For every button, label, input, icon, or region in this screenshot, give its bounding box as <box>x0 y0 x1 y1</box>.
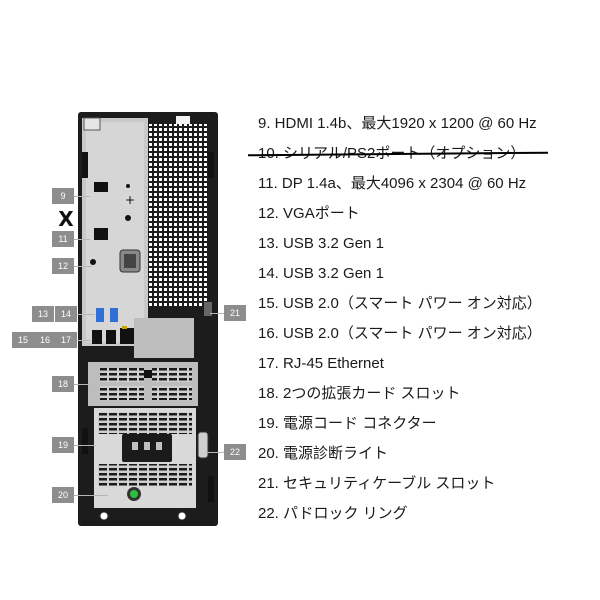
leader-18 <box>74 384 90 385</box>
callout-14: 14 <box>55 306 77 322</box>
usb3-port-14 <box>110 308 118 322</box>
callout-9: 9 <box>52 188 74 204</box>
callout-12: 12 <box>52 258 74 274</box>
padlock-ring <box>197 431 209 459</box>
spec-item-21: 21. セキュリティケーブル スロット <box>258 475 496 492</box>
callout-13: 13 <box>32 306 54 322</box>
callout-16: 16 <box>34 332 56 348</box>
callout-11: 11 <box>52 231 74 247</box>
rj45-port <box>120 328 134 344</box>
desktop-tower-rear-image: + <box>78 112 218 526</box>
usb3-port-13 <box>96 308 104 322</box>
spec-item-15: 15. USB 2.0（スマート パワー オン対応） <box>258 295 542 312</box>
spec-item-16: 16. USB 2.0（スマート パワー オン対応） <box>258 325 542 342</box>
usb2-port-15 <box>92 330 102 344</box>
callout-15: 15 <box>12 332 34 348</box>
spec-item-13: 13. USB 3.2 Gen 1 <box>258 235 384 252</box>
spec-item-19: 19. 電源コード コネクター <box>258 415 437 432</box>
callout-20: 20 <box>52 487 74 503</box>
displayport-port <box>94 228 108 240</box>
callout-19: 19 <box>52 437 74 453</box>
callout-17: 17 <box>55 332 77 348</box>
spec-item-14: 14. USB 3.2 Gen 1 <box>258 265 384 282</box>
leader-19 <box>74 445 96 446</box>
leader-22 <box>206 452 224 453</box>
leader-20 <box>74 495 108 496</box>
security-slot <box>204 302 212 316</box>
leader-11 <box>74 239 90 240</box>
spec-item-9: 9. HDMI 1.4b、最大1920 x 1200 @ 60 Hz <box>258 115 537 132</box>
callout-18: 18 <box>52 376 74 392</box>
callout-22: 22 <box>224 444 246 460</box>
svg-text:+: + <box>125 193 135 207</box>
spec-item-12: 12. VGAポート <box>258 205 360 222</box>
port-spec-list: 9. HDMI 1.4b、最大1920 x 1200 @ 60 Hz 10. シ… <box>247 112 588 532</box>
vent-grille <box>148 124 208 306</box>
spec-item-10-struck: 10. シリアル/PS2ポート（オプション） <box>247 142 588 172</box>
leader-17 <box>77 340 91 341</box>
leader-21 <box>210 313 224 314</box>
leader-14 <box>77 314 95 315</box>
spec-item-11: 11. DP 1.4a、最大4096 x 2304 @ 60 Hz <box>258 175 527 192</box>
spec-item-18: 18. 2つの拡張カード スロット <box>258 385 461 402</box>
leader-12 <box>74 266 92 267</box>
leader-9 <box>74 196 90 197</box>
callout-removed-mark: X <box>58 207 74 231</box>
hdmi-port <box>94 182 108 192</box>
callout-21: 21 <box>224 305 246 321</box>
usb2-port-16 <box>106 330 116 344</box>
spec-item-17: 17. RJ-45 Ethernet <box>258 355 384 372</box>
spec-item-22: 22. パドロック リング <box>258 505 408 522</box>
spec-item-20: 20. 電源診断ライト <box>258 445 389 462</box>
